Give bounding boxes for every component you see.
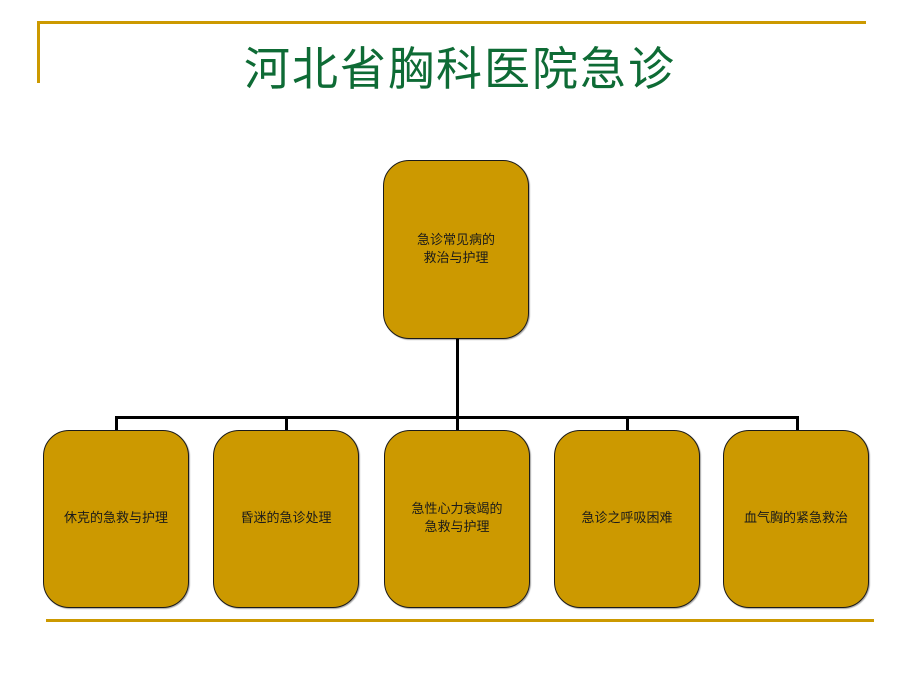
child-node-label: 急性心力衰竭的 急救与护理 bbox=[411, 502, 503, 535]
child-node-shock: 休克的急救与护理 bbox=[43, 430, 189, 608]
child-node-label: 急诊之呼吸困难 bbox=[581, 511, 673, 526]
child-node-dyspnea: 急诊之呼吸困难 bbox=[554, 430, 700, 608]
child-node-label: 休克的急救与护理 bbox=[63, 511, 168, 526]
connector-child-4 bbox=[626, 416, 629, 431]
child-node-heart-failure: 急性心力衰竭的 急救与护理 bbox=[384, 430, 530, 608]
slide-title: 河北省胸科医院急诊 bbox=[244, 42, 676, 96]
frame-bottom-rule bbox=[46, 619, 874, 622]
child-node-hemopneumothorax: 血气胸的紧急救治 bbox=[723, 430, 869, 608]
frame-top-rule bbox=[37, 21, 866, 24]
root-node: 急诊常见病的 救治与护理 bbox=[383, 160, 529, 339]
root-node-label: 急诊常见病的 救治与护理 bbox=[416, 232, 495, 266]
connector-child-3 bbox=[456, 416, 459, 431]
connector-child-2 bbox=[285, 416, 288, 431]
child-node-label: 血气胸的紧急救治 bbox=[743, 511, 848, 526]
child-node-coma: 昏迷的急诊处理 bbox=[213, 430, 359, 608]
child-node-label: 昏迷的急诊处理 bbox=[240, 511, 332, 526]
frame-left-rule bbox=[37, 21, 40, 83]
connector-root-stem bbox=[456, 339, 459, 419]
connector-child-5 bbox=[796, 416, 799, 431]
connector-child-1 bbox=[115, 416, 118, 431]
